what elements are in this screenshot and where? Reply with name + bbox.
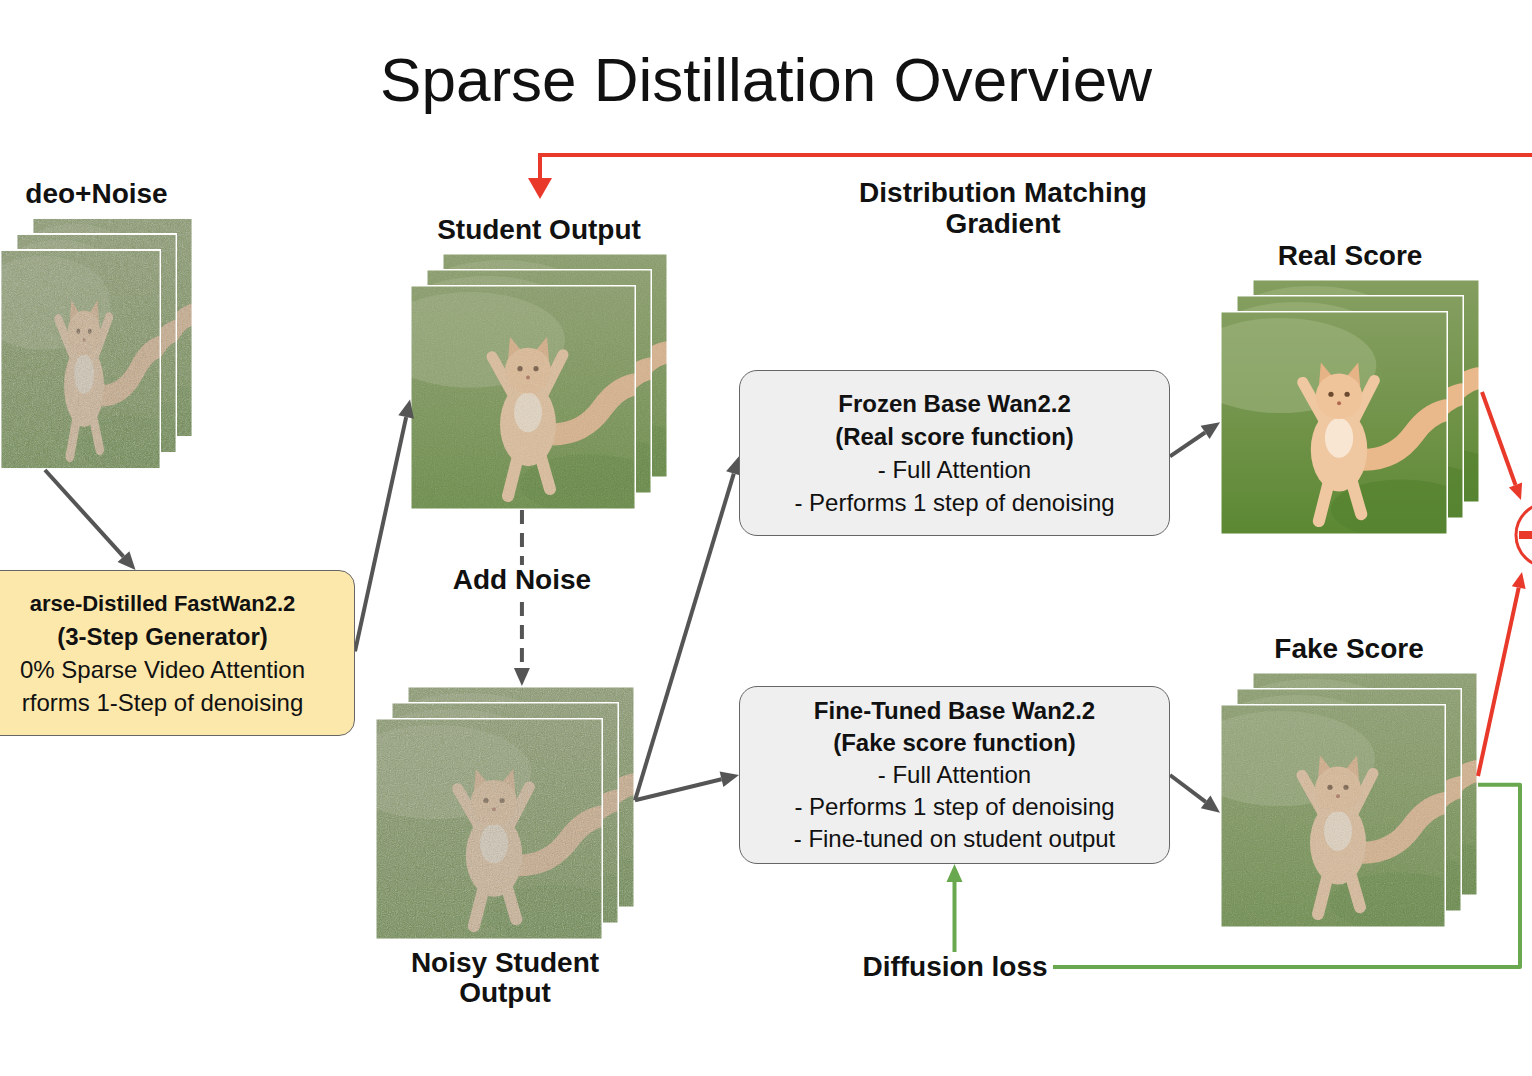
image-stack: Real Score — [1220, 279, 1480, 535]
box-text: (3-Step Generator) — [0, 620, 344, 653]
process-box: Frozen Base Wan2.2(Real score function)-… — [739, 370, 1170, 536]
image-stack: Fake Score — [1220, 672, 1478, 928]
connector — [355, 399, 414, 651]
gradient-arrowhead — [1512, 572, 1526, 589]
connector — [635, 456, 741, 800]
arrowhead — [947, 864, 963, 882]
box-text: Frozen Base Wan2.2 — [750, 387, 1159, 420]
arrowhead — [1201, 422, 1220, 439]
connector-line — [45, 470, 123, 557]
box-text: (Real score function) — [750, 420, 1159, 453]
arrowhead — [118, 551, 136, 570]
video-frame — [375, 285, 660, 514]
gradient-arrowhead — [528, 178, 552, 199]
connector-line — [1170, 775, 1206, 802]
connector-line — [1170, 432, 1205, 456]
image-heading: Student Output — [399, 215, 679, 245]
image-heading: Noisy Student Output — [385, 948, 625, 1008]
edge-label: Add Noise — [448, 565, 596, 595]
video-frame — [1185, 311, 1473, 539]
video-frame — [0, 249, 178, 474]
video-frame — [340, 718, 628, 944]
process-box: arse-Distilled FastWan2.2(3-Step Generat… — [0, 570, 355, 736]
box-text: - Performs 1 step of denoising — [750, 791, 1159, 823]
gradient-arrowhead — [1509, 483, 1522, 500]
box-text: - Fine-tuned on student output — [750, 823, 1159, 855]
arrowhead — [514, 668, 530, 686]
gradient-line — [1482, 392, 1516, 485]
box-text: 0% Sparse Video Attention — [0, 653, 344, 686]
image-stack: Student Output — [410, 253, 668, 510]
box-text: - Performs 1 step of denoising — [750, 486, 1159, 519]
arrowhead — [1201, 796, 1220, 813]
arrowhead — [398, 399, 414, 418]
connector-line — [635, 474, 734, 801]
box-text: arse-Distilled FastWan2.2 — [0, 587, 344, 620]
connector — [635, 771, 739, 800]
connector — [1170, 422, 1220, 456]
process-box: Fine-Tuned Base Wan2.2(Fake score functi… — [739, 686, 1170, 864]
edge-label: Diffusion loss — [857, 952, 1052, 982]
image-heading: deo+Noise — [0, 179, 197, 209]
connector — [1170, 775, 1220, 813]
diagram-title: Sparse Distillation Overview — [0, 44, 1532, 116]
image-stack: deo+Noise — [0, 217, 193, 470]
difference-circle — [1516, 503, 1532, 567]
connector-line — [355, 417, 406, 651]
annotation-label: Distribution Matching Gradient — [843, 177, 1163, 239]
gradient-line — [1478, 588, 1519, 776]
image-heading: Fake Score — [1219, 634, 1479, 664]
image-heading: Real Score — [1220, 241, 1480, 271]
video-frame — [1185, 704, 1470, 932]
box-text: rforms 1-Step of denoising — [0, 686, 344, 719]
connector-line — [635, 779, 722, 800]
arrowhead — [720, 771, 739, 787]
connector — [514, 510, 530, 686]
box-text: (Fake score function) — [750, 727, 1159, 759]
minus-symbol — [1519, 531, 1532, 539]
connector — [45, 470, 136, 570]
gradient-line — [540, 155, 1532, 180]
box-text: Fine-Tuned Base Wan2.2 — [750, 695, 1159, 727]
box-text: - Full Attention — [750, 453, 1159, 486]
box-text: - Full Attention — [750, 759, 1159, 791]
image-stack: Noisy Student Output — [375, 686, 635, 940]
